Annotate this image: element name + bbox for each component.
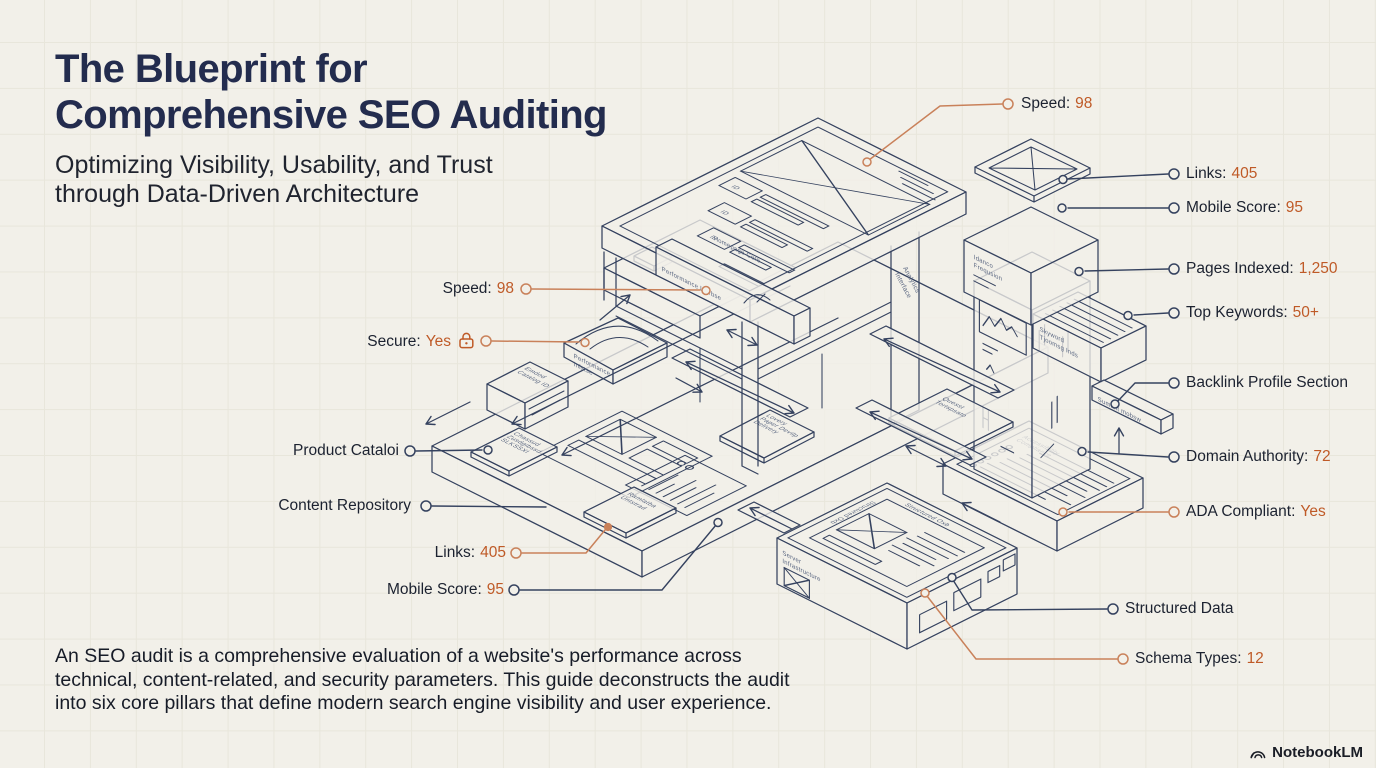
svg-text:ID: ID xyxy=(729,185,742,191)
callout-backlink-profile: Backlink Profile Section xyxy=(1186,374,1348,391)
exchange-beams xyxy=(855,325,1015,468)
database-plate: Ramlatba Untstrad xyxy=(583,486,677,539)
callout-speed-right: Speed:98 xyxy=(1021,95,1093,112)
svg-text:ID: ID xyxy=(707,235,720,241)
page-subtitle: Optimizing Visibility, Usability, and Tr… xyxy=(55,151,493,209)
callout-mobile-score-left: Mobile Score:95 xyxy=(386,581,504,598)
brand-name: NotebookLM xyxy=(1272,744,1363,761)
brand-footer: NotebookLM xyxy=(1249,744,1363,761)
header: The Blueprint for Comprehensive SEO Audi… xyxy=(55,46,607,210)
product-catalog-box: Emdod Catalog ID xyxy=(486,361,569,430)
tablet-overlay xyxy=(974,138,1091,203)
leader-lines xyxy=(404,98,1180,665)
callout-top-keywords: Top Keywords:50+ xyxy=(1186,304,1319,321)
channel-plate: Chassud Zusdgibssd SLKSSXI xyxy=(470,427,558,477)
callout-links-right: Links:405 xyxy=(1186,165,1258,182)
notebooklm-logo-icon xyxy=(1250,750,1266,758)
callout-content-repository: Content Repository xyxy=(278,497,411,514)
callout-speed-left: Speed:98 xyxy=(442,280,514,297)
callout-pages-indexed: Pages Indexed:1,250 xyxy=(1186,260,1338,277)
lock-icon xyxy=(459,332,474,349)
page-title: The Blueprint for Comprehensive SEO Audi… xyxy=(55,47,607,137)
performance-beam: Performance Librbse xyxy=(655,238,811,345)
callout-ada-compliant: ADA Compliant:Yes xyxy=(1186,503,1326,520)
callout-secure: Secure:Yes xyxy=(367,331,475,351)
callout-product-catalog: Product Cataloi xyxy=(293,442,399,459)
description-paragraph: An SEO audit is a comprehensive evaluati… xyxy=(55,645,790,715)
callout-schema-types: Schema Types:12 xyxy=(1135,650,1264,667)
callout-links-left: Links:405 xyxy=(434,544,506,561)
server-module: Structured Oxb Structured Oxb Server Inf… xyxy=(737,482,1018,650)
backlink-bar: Summit mobsw xyxy=(1091,379,1174,455)
callout-mobile-score-right: Mobile Score:95 xyxy=(1186,199,1304,216)
svg-text:ID: ID xyxy=(718,210,731,216)
main-website-structure: Analytics Interface ID ID ID Homepage Co… xyxy=(601,117,967,475)
platform-wireframes xyxy=(538,410,747,516)
mobile-preview-box: Idanco Frequsion xyxy=(963,206,1099,326)
callout-domain-authority: Domain Authority:72 xyxy=(1186,448,1331,465)
callout-structured-data: Structured Data xyxy=(1125,600,1234,617)
